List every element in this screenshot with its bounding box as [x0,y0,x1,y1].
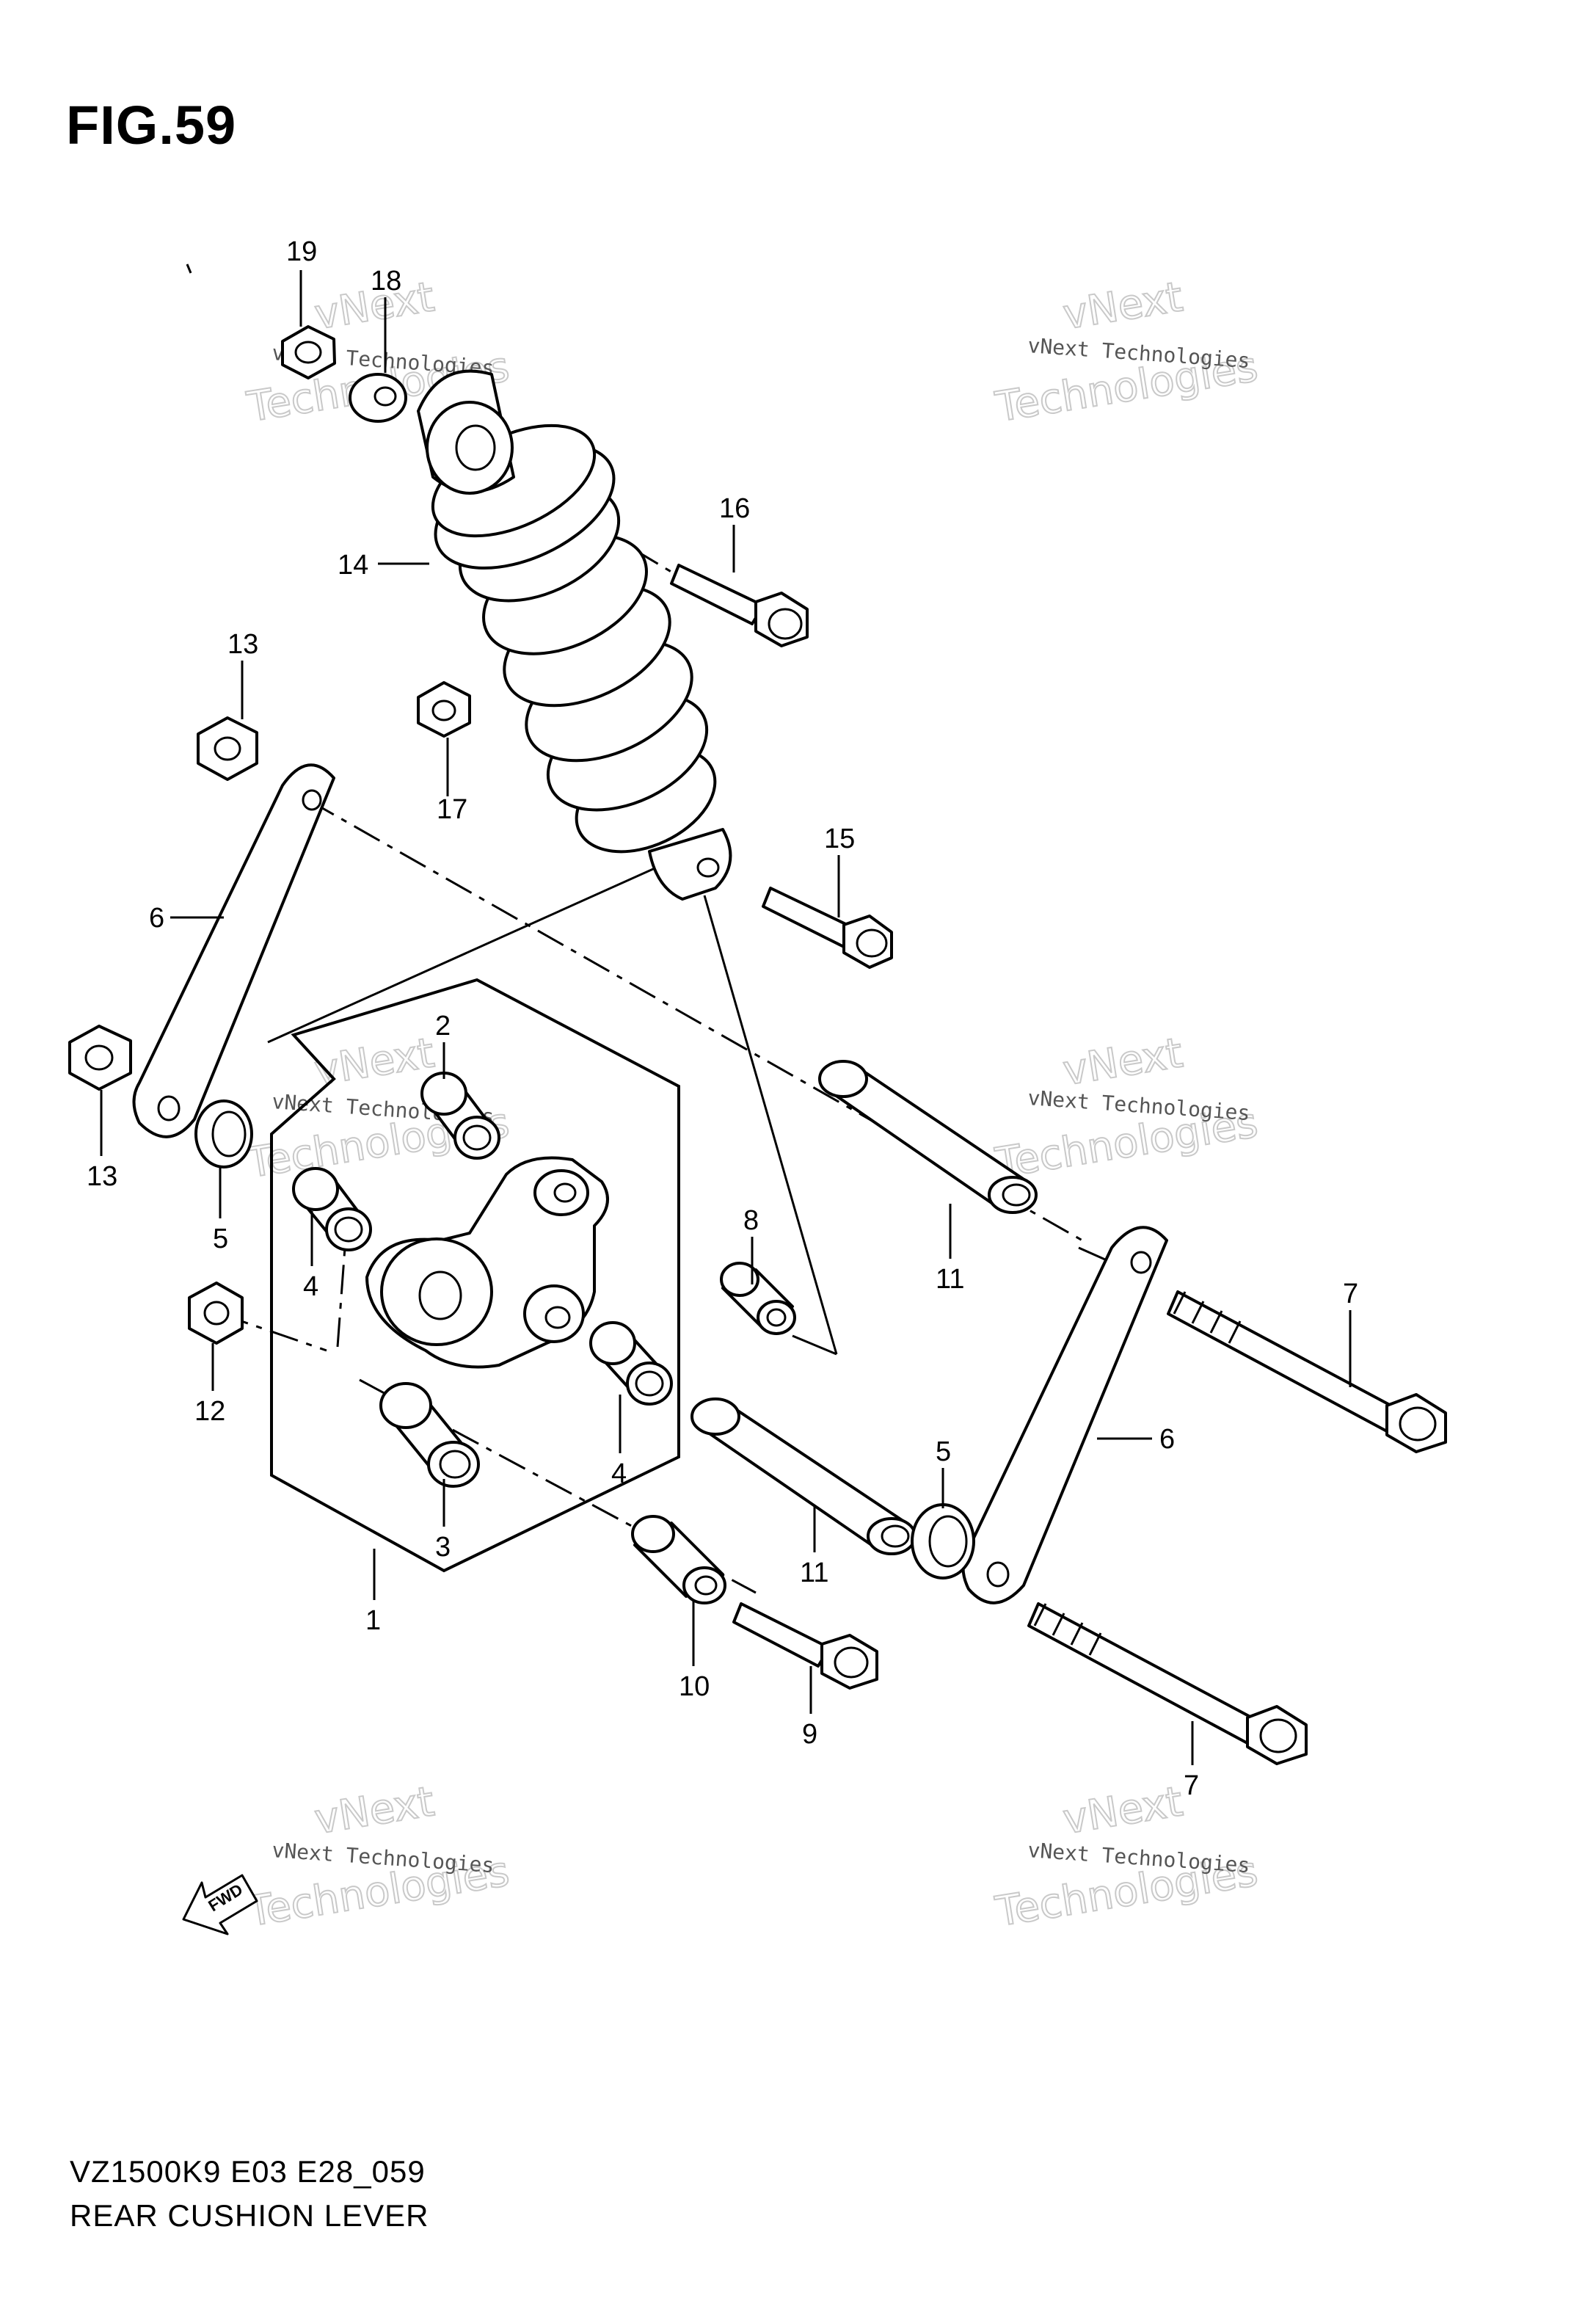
part-6-link-rod-left[interactable] [132,763,335,1138]
part-16-bolt[interactable] [670,564,809,647]
model-code: VZ1500K9 E03 E28_059 [70,2154,426,2189]
part-5-seal-right[interactable] [911,1503,975,1579]
callout-4-left: 4 [303,1271,318,1302]
part-1-cushion-lever[interactable] [365,1156,609,1369]
part-8-collar[interactable] [720,1262,796,1335]
guide-line-shock-lower-return [792,1334,837,1356]
callout-6-left: 6 [149,903,164,934]
part-13-nut-bottom[interactable] [68,1025,132,1091]
part-4-bearing-left[interactable] [292,1167,372,1251]
watermark-top-text: vNext [1060,273,1186,339]
part-2-bearing[interactable] [420,1072,500,1160]
part-5-seal-left[interactable] [194,1099,253,1168]
callout-13-top: 13 [227,629,258,660]
callout-17: 17 [437,794,467,825]
part-3-bearing[interactable] [379,1382,480,1488]
watermark-top-text: vNext [1060,1778,1186,1844]
part-18-washer[interactable] [349,373,407,423]
part-10-collar[interactable] [631,1515,726,1604]
watermark-top-text: vNext [311,1029,437,1095]
figure-title: FIG.59 [66,95,237,156]
fwd-arrow-icon: FWD [182,1874,258,1935]
axis-line-nut-12-vertical [336,1247,346,1348]
callout-4-right: 4 [611,1458,627,1489]
callout-19: 19 [286,236,317,267]
callout-2: 2 [435,1011,451,1042]
part-17-nut[interactable] [417,681,471,738]
watermark-top-text: vNext [311,1778,437,1844]
part-6-link-rod-right[interactable] [961,1226,1168,1604]
callout-11-upper: 11 [936,1264,964,1295]
assembly-frame-part-1 [270,978,680,1573]
callout-9: 9 [802,1719,817,1750]
callout-3: 3 [435,1532,451,1563]
section-name: REAR CUSHION LEVER [70,2198,429,2233]
part-15-bolt[interactable] [762,887,893,969]
part-11-pipe-upper[interactable] [818,1060,1038,1214]
callout-15: 15 [824,824,855,854]
guide-line-shock-lower-right [703,895,838,1355]
part-4-bearing-right[interactable] [589,1321,673,1406]
part-7-bolt-upper[interactable] [1167,1290,1447,1453]
callout-13-bottom: 13 [87,1161,117,1192]
watermark-top-text: vNext [1060,1029,1186,1095]
part-19-nut[interactable] [281,325,336,379]
callout-11-lower: 11 [800,1557,828,1588]
callout-6-right: 6 [1159,1424,1175,1455]
callout-10: 10 [679,1671,710,1702]
axis-line-top [186,263,192,274]
part-9-bolt[interactable] [732,1602,878,1690]
callout-7-upper: 7 [1343,1279,1358,1309]
callout-8: 8 [743,1205,759,1236]
part-7-bolt-lower[interactable] [1027,1602,1308,1765]
callout-1: 1 [365,1605,381,1636]
callout-7-lower: 7 [1184,1770,1199,1801]
guide-line-shock-lower-left [267,861,668,1044]
callout-5-right: 5 [936,1436,951,1467]
part-14-rear-shock-absorber[interactable] [416,369,732,901]
callout-14: 14 [338,550,368,581]
part-13-nut-top[interactable] [197,716,258,781]
callout-16: 16 [719,493,750,524]
callout-12: 12 [194,1396,225,1427]
part-12-nut[interactable] [188,1282,244,1345]
callout-5-left: 5 [213,1224,228,1254]
callout-18: 18 [371,266,401,297]
part-11-pipe-lower[interactable] [690,1397,917,1555]
